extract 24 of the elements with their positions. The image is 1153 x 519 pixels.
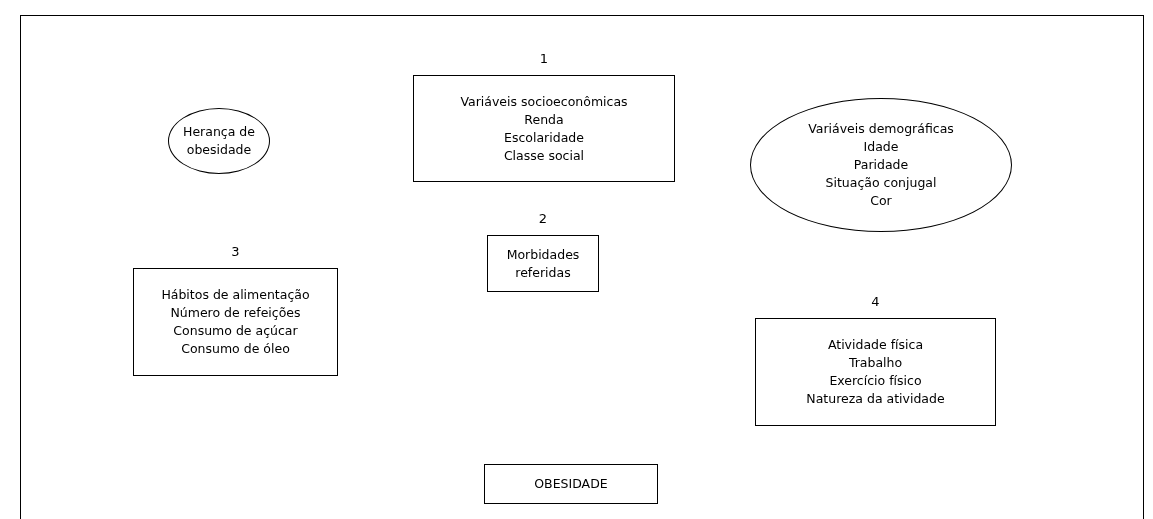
factor-item: Paridade	[853, 156, 909, 174]
factor-heading: Variáveis demográficas	[808, 120, 954, 138]
factor-item: Consumo de óleo	[181, 340, 290, 358]
factor-item: Escolaridade	[504, 128, 584, 147]
factor-heading: OBESIDADE	[534, 475, 608, 493]
group-number: 3	[231, 244, 240, 260]
factor-heading: Morbidades referidas	[505, 245, 581, 282]
factor-item: Número de refeições	[170, 304, 301, 322]
factor-item: Trabalho	[848, 354, 903, 372]
factor-item: Consumo de açúcar	[173, 322, 298, 340]
factor-item: Exercício físico	[829, 372, 922, 390]
group-number: 4	[871, 294, 880, 310]
factor-item: Natureza da atividade	[806, 390, 945, 408]
group-number: 1	[539, 51, 549, 67]
factor-item: Situação conjugal	[825, 174, 937, 192]
factor-heading: Variáveis socioeconômicas	[460, 92, 628, 111]
factor-heading: Hábitos de alimentação	[161, 286, 310, 304]
factor-item: Classe social	[503, 146, 585, 165]
factor-item: Cor	[870, 192, 892, 210]
factor-item: Renda	[524, 110, 564, 129]
factor-item: Idade	[863, 138, 899, 156]
factor-heading: Atividade física	[827, 336, 924, 354]
factor-heading: Herança de obesidade	[182, 123, 256, 159]
group-number: 2	[538, 211, 548, 227]
